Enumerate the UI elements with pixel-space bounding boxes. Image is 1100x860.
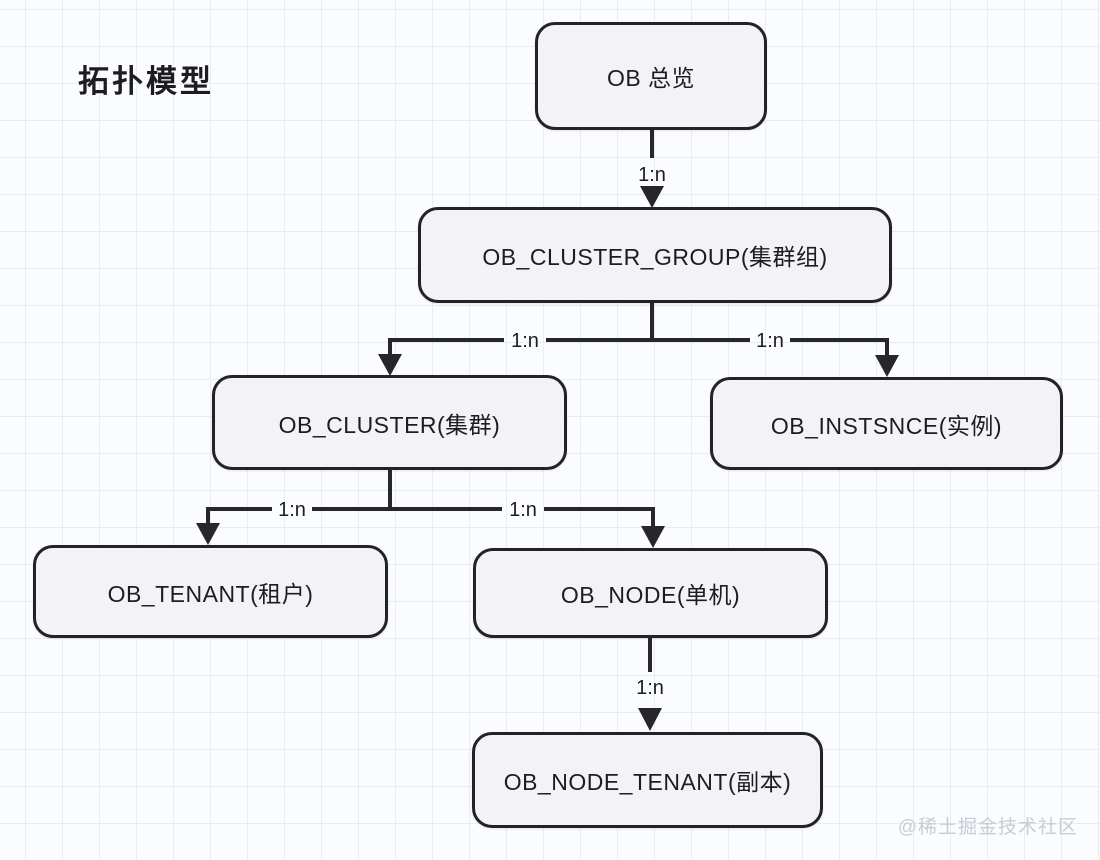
arrowhead-icon bbox=[378, 354, 402, 376]
node-label: OB 总览 bbox=[606, 65, 696, 91]
node-node: OB_NODE(单机) bbox=[473, 548, 828, 638]
arrowhead-icon bbox=[196, 523, 220, 545]
node-label: OB_NODE_TENANT(副本) bbox=[503, 769, 792, 795]
edge-cluster-node: 1:n bbox=[388, 499, 665, 548]
arrowhead-icon bbox=[875, 355, 899, 377]
edge-overview-cluster-group: 1:n bbox=[638, 130, 666, 208]
arrowhead-icon bbox=[638, 708, 662, 731]
arrowhead-icon bbox=[641, 526, 665, 548]
node-overview: OB 总览 bbox=[535, 22, 767, 130]
node-instance: OB_INSTSNCE(实例) bbox=[710, 377, 1063, 470]
watermark: @稀土掘金技术社区 bbox=[897, 817, 1078, 838]
edge-node-node-tenant: 1:n bbox=[636, 638, 664, 731]
node-label: OB_CLUSTER(集群) bbox=[278, 411, 501, 438]
edge-label: 1:n bbox=[638, 164, 666, 186]
node-label: OB_INSTSNCE(实例) bbox=[770, 412, 1003, 439]
arrowhead-icon bbox=[640, 186, 664, 208]
edge-label: 1:n bbox=[511, 330, 539, 352]
node-node-tenant: OB_NODE_TENANT(副本) bbox=[472, 732, 823, 828]
node-label: OB_NODE(单机) bbox=[560, 582, 741, 608]
edge-cluster-group-cluster: 1:n bbox=[378, 330, 654, 376]
edge-cluster-group-instance: 1:n bbox=[650, 330, 899, 377]
edge-label: 1:n bbox=[278, 499, 306, 521]
edge-label: 1:n bbox=[509, 499, 537, 521]
diagram-title: 拓扑模型 bbox=[78, 64, 214, 99]
edge-label: 1:n bbox=[636, 677, 664, 699]
node-cluster: OB_CLUSTER(集群) bbox=[212, 375, 567, 470]
node-label: OB_CLUSTER_GROUP(集群组) bbox=[482, 244, 828, 270]
node-tenant: OB_TENANT(租户) bbox=[33, 545, 388, 638]
edge-cluster-tenant: 1:n bbox=[196, 499, 392, 545]
edge-label: 1:n bbox=[756, 330, 784, 352]
node-label: OB_TENANT(租户) bbox=[107, 580, 314, 607]
node-cluster-group: OB_CLUSTER_GROUP(集群组) bbox=[418, 207, 892, 303]
